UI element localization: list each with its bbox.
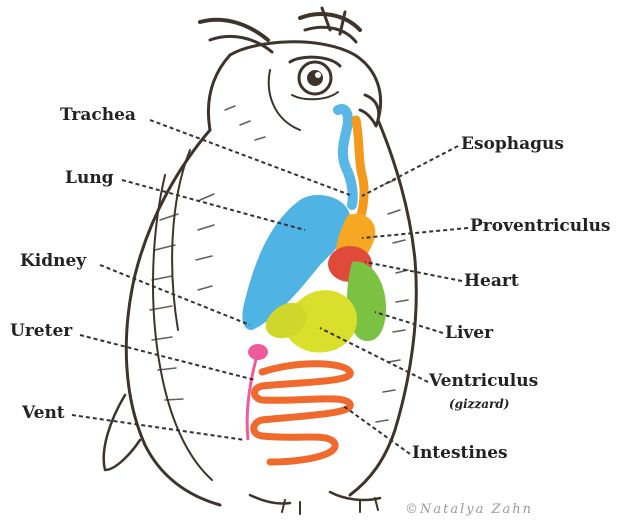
label-vent: Vent (22, 405, 65, 422)
leader-esophagus (362, 146, 458, 196)
label-liver: Liver (445, 325, 493, 342)
label-ventriculus: Ventriculus (429, 373, 538, 390)
leader-lung (122, 180, 305, 230)
leader-proventriculus (362, 228, 468, 238)
label-ureter: Ureter (10, 323, 72, 340)
label-proventriculus: Proventriculus (470, 218, 611, 235)
label-esophagus: Esophagus (461, 136, 564, 153)
intestines-organ (254, 364, 351, 462)
label-gizzard: (gizzard) (449, 397, 509, 411)
leader-heart (365, 262, 462, 281)
label-kidney: Kidney (20, 253, 86, 270)
leader-ureter (80, 335, 255, 380)
leader-vent (72, 415, 245, 440)
label-lung: Lung (65, 170, 114, 187)
trachea-organ (338, 109, 353, 205)
label-heart: Heart (464, 273, 519, 290)
label-trachea: Trachea (60, 107, 136, 124)
label-intestines: Intestines (412, 445, 508, 462)
artist-credit: ©Natalya Zahn (405, 502, 533, 517)
esophagus-organ (356, 120, 364, 220)
vent-organ (248, 344, 268, 360)
